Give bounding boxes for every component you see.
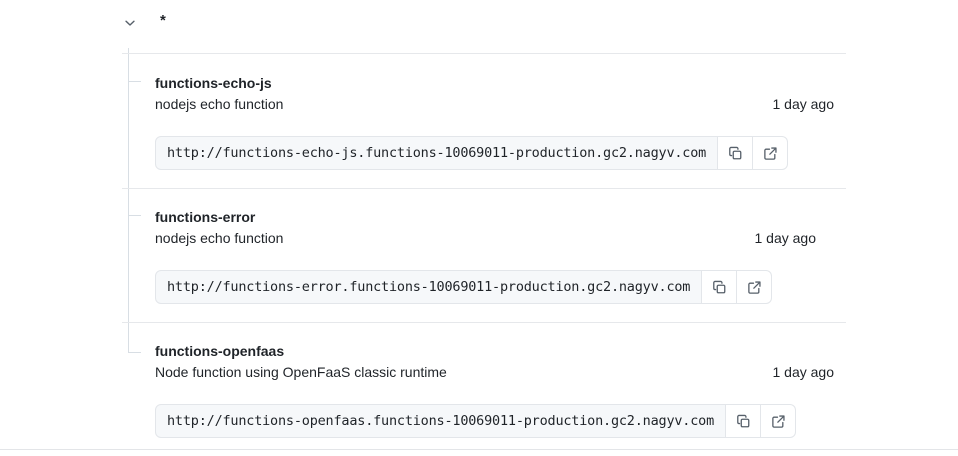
chevron-down-icon[interactable] [121, 14, 139, 32]
row-divider [122, 322, 846, 323]
tree-trunk-line [128, 48, 129, 353]
deployment-timestamp: 1 day ago [754, 230, 817, 246]
copy-icon[interactable] [726, 404, 762, 438]
deployment-name-link[interactable]: functions-error [155, 209, 256, 225]
deployment-url-text[interactable]: http://functions-echo-js.functions-10069… [155, 136, 719, 170]
deployment-url-text[interactable]: http://functions-openfaas.functions-1006… [155, 404, 727, 438]
copy-icon[interactable] [702, 270, 738, 304]
group-title: * [160, 12, 166, 29]
deployment-timestamp: 1 day ago [772, 364, 835, 380]
external-link-icon[interactable] [761, 404, 797, 438]
tree-branch-line [128, 215, 141, 216]
page-divider [0, 449, 958, 450]
deployment-url-group: http://functions-echo-js.functions-10069… [155, 136, 789, 170]
deployment-url-text[interactable]: http://functions-error.functions-1006901… [155, 270, 703, 304]
external-link-icon[interactable] [737, 270, 773, 304]
deployment-name-link[interactable]: functions-openfaas [155, 343, 285, 359]
deployment-timestamp: 1 day ago [772, 96, 835, 112]
deployment-description: nodejs echo function [155, 96, 284, 112]
deployment-description: nodejs echo function [155, 230, 284, 246]
row-divider [122, 188, 846, 189]
deployment-url-group: http://functions-error.functions-1006901… [155, 270, 773, 304]
copy-icon[interactable] [718, 136, 754, 170]
tree-branch-line [128, 352, 141, 353]
deployment-description: Node function using OpenFaaS classic run… [155, 364, 447, 380]
row-divider [122, 53, 846, 54]
external-link-icon[interactable] [753, 136, 789, 170]
tree-branch-line [128, 81, 141, 82]
deployment-name-link[interactable]: functions-echo-js [155, 75, 272, 91]
deployment-group-header: * [0, 0, 958, 48]
deployment-url-group: http://functions-openfaas.functions-1006… [155, 404, 797, 438]
